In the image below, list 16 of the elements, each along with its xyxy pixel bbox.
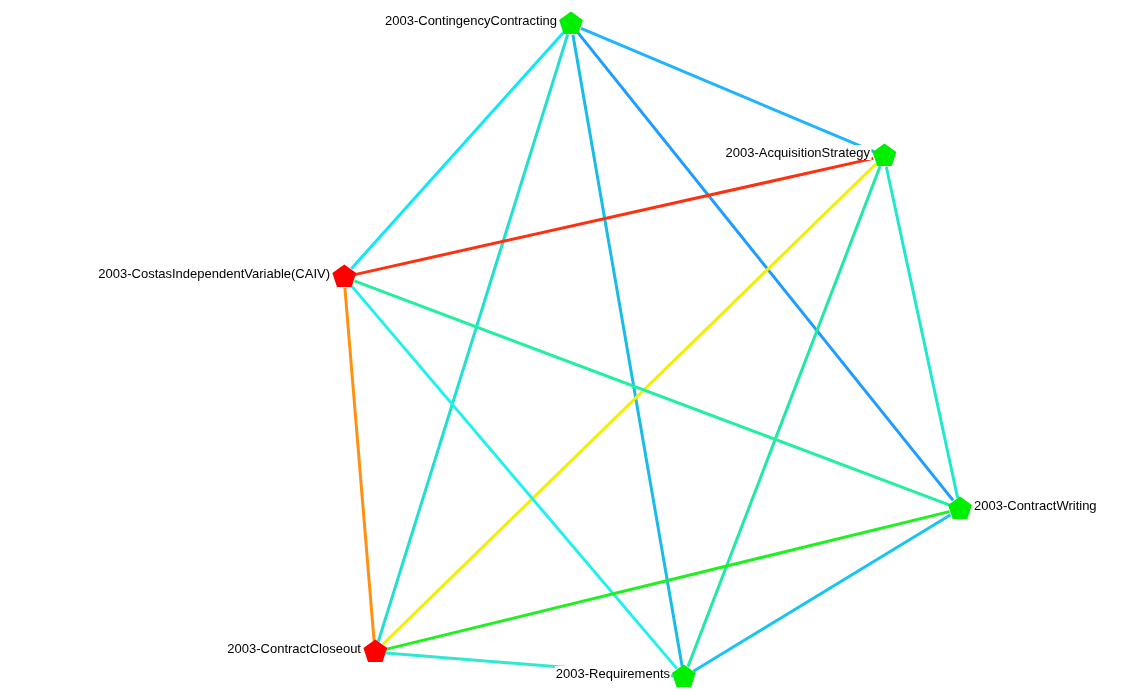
connector-line: [349, 284, 679, 670]
node-label: 2003-Requirements: [554, 665, 671, 681]
connector-line: [381, 162, 878, 646]
connector-line: [884, 166, 960, 499]
node-label: 2003-AcquisitionStrategy: [724, 144, 871, 160]
connector-line: [580, 26, 875, 154]
connector-line: [576, 31, 955, 502]
connector-line: [354, 156, 874, 277]
connector-line: [571, 34, 684, 667]
connector-line: [692, 513, 952, 673]
connector-line: [385, 510, 950, 651]
connector-line: [350, 31, 565, 270]
connector-line: [686, 165, 882, 668]
connector-line: [353, 279, 951, 507]
connector-line: [343, 287, 376, 642]
connector-line: [376, 34, 570, 642]
